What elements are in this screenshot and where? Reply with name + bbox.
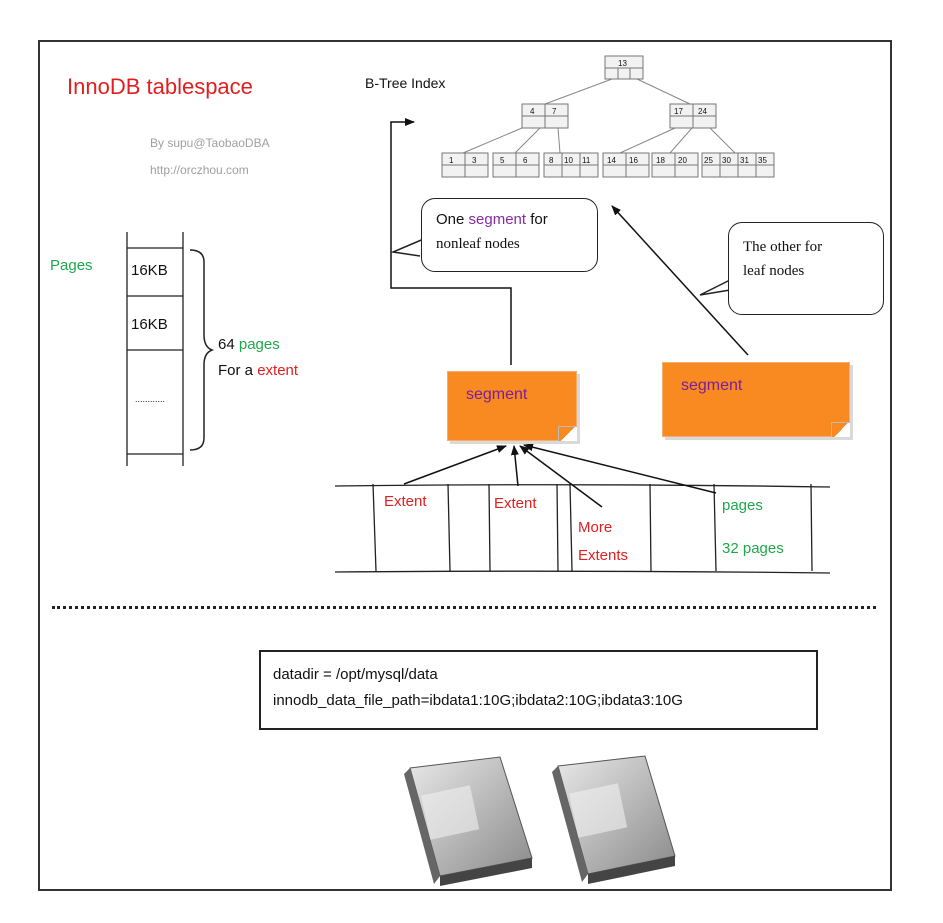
config-box: datadir = /opt/mysql/data innodb_data_fi… — [259, 650, 818, 730]
extent-strip — [334, 483, 831, 574]
pages-column — [126, 232, 184, 466]
btree-root-node — [604, 55, 644, 80]
page-curl — [558, 426, 577, 441]
btree-key: 10 — [564, 156, 573, 165]
bubble-line: The other for — [743, 239, 823, 255]
pages-label: Pages — [50, 257, 93, 274]
diagram-title: InnoDB tablespace — [67, 74, 253, 99]
32-pages-label: 32 pages — [722, 540, 784, 557]
page-count: 64 — [218, 336, 235, 353]
leaf-segment-arrow — [611, 205, 749, 356]
btree-key: 31 — [740, 156, 749, 165]
bubble-segment-word: segment — [468, 211, 527, 228]
segment-label: segment — [681, 377, 743, 394]
leaf-segment-bubble: The other for leaf nodes — [728, 222, 884, 315]
nonleaf-segment-bubble: One segment for nonleaf nodes — [421, 198, 598, 272]
btree-key: 7 — [552, 107, 557, 116]
btree-key: 6 — [523, 156, 528, 165]
credit-url: http://orczhou.com — [150, 163, 249, 177]
segment-box-leaf: segment — [662, 362, 850, 437]
btree-key: 20 — [678, 156, 687, 165]
btree-key: 18 — [656, 156, 665, 165]
leaf-bubble-tail — [699, 276, 737, 296]
extent-label: Extent — [384, 493, 427, 510]
more-extents-label: Extents — [578, 547, 629, 564]
nonleaf-bubble-tail — [390, 237, 427, 257]
btree-key: 30 — [722, 156, 731, 165]
page-cell-ellipsis: ............ — [135, 394, 166, 404]
pages-word: pages — [238, 336, 280, 353]
btree-keys: 13 4 7 17 24 1 3 5 6 8 10 11 14 16 18 20… — [449, 59, 767, 165]
btree-label: B-Tree Index — [365, 75, 446, 91]
pages-strip-label: pages — [722, 497, 763, 514]
btree-key: 11 — [582, 156, 591, 165]
btree-key: 8 — [549, 156, 554, 165]
page-cell: 16KB — [131, 262, 168, 279]
segment-label: segment — [466, 386, 528, 403]
section-divider — [52, 606, 876, 609]
page-curl — [831, 422, 850, 437]
hard-disk-icon — [552, 755, 676, 884]
btree-key: 5 — [500, 156, 505, 165]
btree-key: 25 — [704, 156, 713, 165]
extent-to-segment-arrows — [403, 443, 717, 508]
bubble-line: leaf nodes — [743, 263, 805, 279]
for-a-text: For a — [218, 362, 254, 379]
config-datadir: datadir = /opt/mysql/data — [273, 666, 438, 683]
btree-key: 4 — [530, 107, 535, 116]
btree-key: 14 — [607, 156, 616, 165]
segment-box-nonleaf: segment — [447, 371, 577, 441]
extent-desc-text: For a extent — [218, 362, 298, 379]
btree-key: 1 — [449, 156, 454, 165]
bubble-line: nonleaf nodes — [436, 236, 520, 252]
btree-key: 3 — [472, 156, 477, 165]
extent-label: Extent — [494, 495, 537, 512]
btree-key: 16 — [629, 156, 638, 165]
btree-inner-node-right — [669, 103, 717, 129]
diagram-frame — [38, 40, 892, 891]
btree-edges — [462, 78, 736, 154]
bubble-text: for — [530, 211, 548, 228]
page-cell: 16KB — [131, 316, 168, 333]
bubble-line: One segment for — [436, 208, 583, 232]
btree-key: 24 — [698, 107, 707, 116]
hard-disk-icon — [404, 756, 533, 886]
extent-size-text: 64 pages — [218, 336, 280, 353]
bubble-text: One — [436, 211, 465, 228]
segment-to-btree-arrow — [390, 118, 512, 365]
btree-key: 13 — [618, 59, 627, 68]
btree-key: 35 — [758, 156, 767, 165]
btree-key: 17 — [674, 107, 683, 116]
extent-brace — [189, 249, 215, 451]
btree-inner-node-left — [521, 103, 569, 129]
config-data-file-path: innodb_data_file_path=ibdata1:10G;ibdata… — [273, 692, 683, 709]
more-extents-label: More — [578, 519, 613, 536]
btree-leaf-nodes — [441, 152, 775, 178]
credit-author: By supu@TaobaoDBA — [150, 136, 270, 150]
extent-word: extent — [257, 362, 299, 379]
